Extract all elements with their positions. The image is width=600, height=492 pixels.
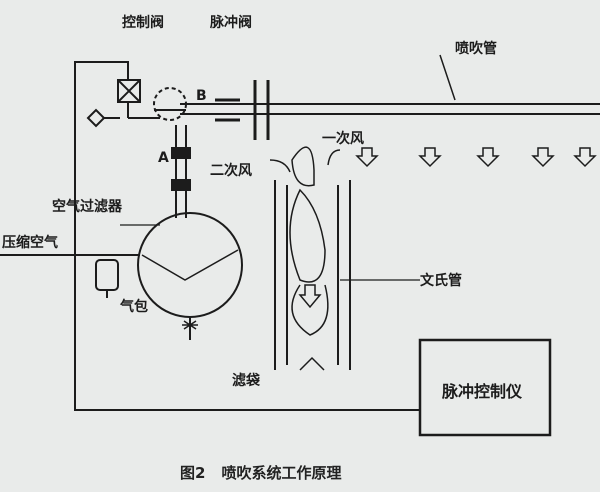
filter-bag-housing: [269, 146, 420, 371]
pulse-controller-box: [418, 338, 552, 437]
pulse-valve: [153, 87, 187, 121]
label-primary-air: 一次风: [322, 131, 364, 147]
label-compressed-air: 压缩空气: [2, 235, 58, 251]
caption-figure-number: 图2: [180, 464, 206, 482]
housing-wall: [215, 80, 270, 140]
air-tank: [137, 125, 243, 340]
blow-pipe: [180, 54, 600, 115]
air-filter: [0, 224, 160, 298]
figure-caption: 图2 喷吹系统工作原理: [180, 462, 357, 483]
exhaust-symbol: [86, 108, 106, 128]
label-point-a: A: [158, 150, 169, 166]
label-filter-bag: 滤袋: [232, 373, 260, 389]
label-pulse-valve: 脉冲阀: [210, 15, 252, 31]
label-secondary-air: 二次风: [210, 163, 252, 179]
control-wiring: [74, 61, 420, 411]
label-blow-pipe: 喷吹管: [455, 41, 497, 57]
label-air-tank: 气包: [120, 299, 148, 315]
label-air-filter: 空气过滤器: [52, 199, 122, 215]
nozzle-arrows: [355, 147, 597, 168]
caption-title: 喷吹系统工作原理: [221, 464, 342, 482]
label-pulse-controller: 脉冲控制仪: [442, 382, 523, 401]
control-valve: [117, 79, 160, 119]
label-control-valve: 控制阀: [122, 15, 164, 31]
label-venturi: 文氏管: [420, 273, 462, 289]
label-point-b: B: [196, 88, 207, 104]
